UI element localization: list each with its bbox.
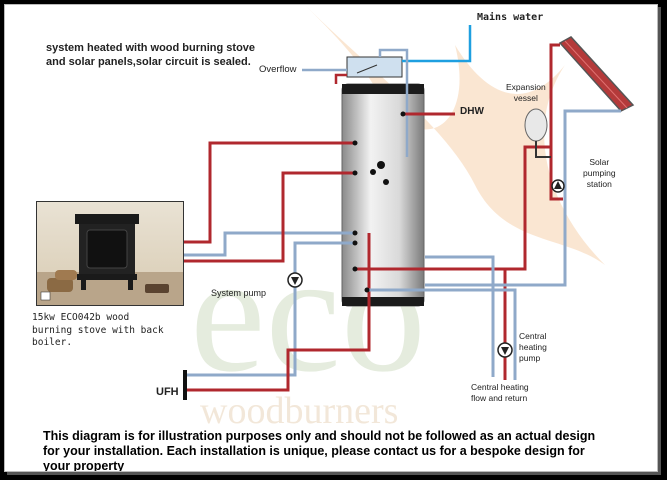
stove-return-pipe — [179, 231, 355, 257]
cylinder-connections — [352, 111, 406, 293]
system-pump-label: System pump — [211, 288, 267, 298]
ch-pump-line-1: Central — [519, 331, 547, 341]
hot-water-cylinder — [341, 83, 425, 307]
stove-caption-line-1: 15kw ECO042b wood — [32, 312, 130, 323]
solar-panel — [558, 36, 635, 112]
overflow-label: Overflow — [259, 64, 297, 75]
system-pump — [287, 272, 303, 288]
mains-pipe — [402, 25, 472, 63]
title-line-1: system heated with wood burning stove — [46, 42, 256, 54]
expansion-vessel-line-1: Expansion — [506, 82, 546, 92]
diagram-title: system heated with wood burning stove an… — [46, 41, 255, 69]
header-tank — [346, 56, 403, 78]
system-return-pipe — [185, 241, 355, 377]
solar-station-line-1: Solar — [589, 157, 610, 167]
stove-caption-line-3: boiler. — [32, 337, 73, 348]
ch-flow-line-2: flow and return — [471, 393, 528, 403]
expansion-vessel — [524, 108, 551, 158]
stove-caption-line-2: burning stove with back — [32, 324, 164, 336]
stove-illustration — [37, 214, 183, 305]
cold-feed-pipe — [378, 48, 409, 157]
ch-pump-line-3: pump — [519, 353, 541, 363]
ufh-label: UFH — [156, 386, 179, 398]
ch-pump-line-2: heating — [519, 342, 547, 352]
dhw-label: DHW — [460, 106, 484, 117]
diagram-canvas: eco woodburners — [4, 4, 658, 472]
solar-flow-pipe — [549, 43, 563, 201]
solar-pump — [551, 179, 565, 193]
ch-flow-line-1: Central heating — [471, 382, 529, 392]
vent-pipe — [334, 73, 347, 84]
solar-station-line-2: pumping — [583, 168, 616, 178]
central-heating-pump — [497, 342, 513, 358]
expansion-vessel-label: Expansion vessel — [506, 82, 546, 104]
ufh-flow-pipe — [185, 233, 371, 392]
solar-pumping-station-label: Solar pumping station — [583, 157, 616, 190]
plumbing-diagram: eco woodburners — [179, 5, 635, 432]
central-heating-flow-label: Central heating flow and return — [471, 382, 529, 404]
central-heating-pump-label: Central heating pump — [519, 331, 547, 364]
ch-return-2 — [425, 255, 495, 377]
flame-watermark — [305, 5, 605, 265]
ch-return-pipe — [367, 288, 517, 380]
stove-photo — [36, 201, 184, 306]
solar-station-line-3: station — [586, 179, 612, 189]
disclaimer-text: This diagram is for illustration purpose… — [43, 429, 596, 472]
title-line-2: and solar panels,solar circuit is sealed… — [46, 56, 251, 68]
system-flow-pipe — [180, 171, 355, 263]
stove-caption: 15kw ECO042b wood burning stove with bac… — [32, 312, 164, 350]
solar-return-pipe — [425, 109, 621, 287]
expansion-vessel-line-2: vessel — [513, 93, 538, 103]
mains-water-label: Mains water — [477, 12, 544, 23]
watermark-woodburners: woodburners — [200, 390, 398, 432]
stove-flow-pipe — [179, 141, 355, 244]
